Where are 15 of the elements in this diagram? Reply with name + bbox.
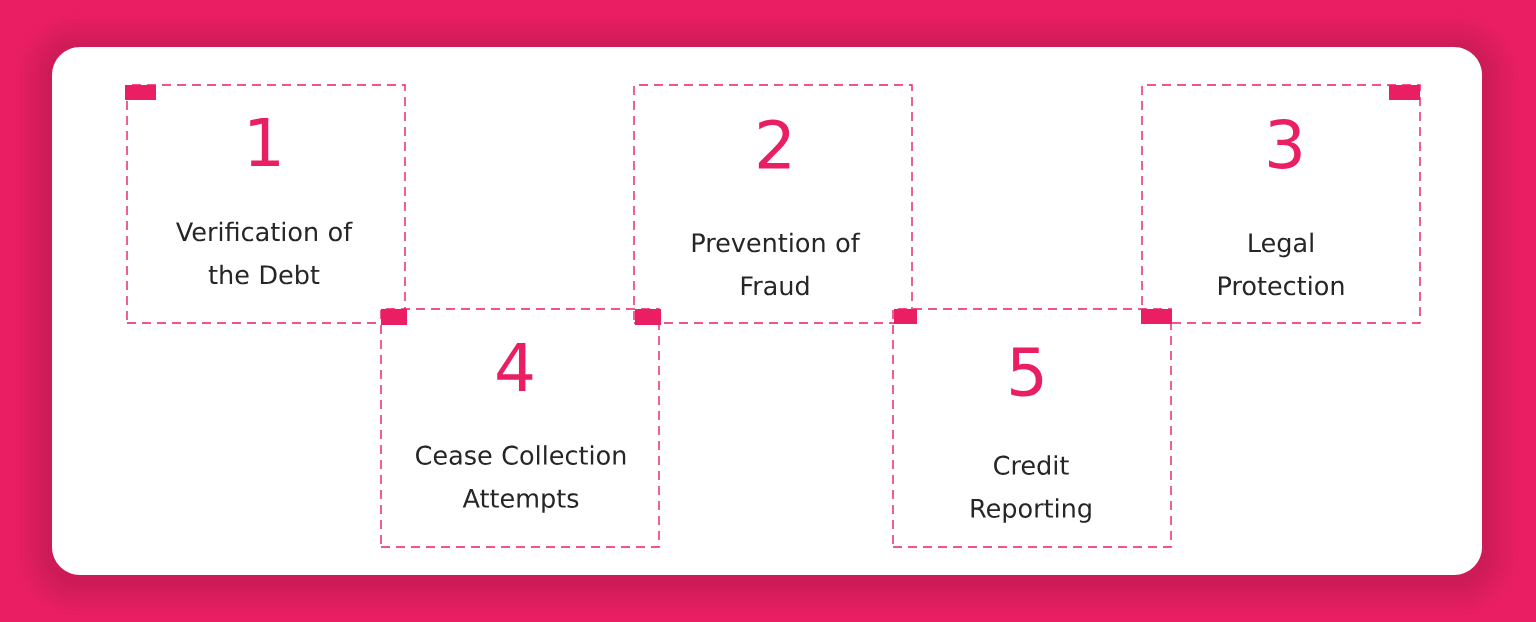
step-number: 1 bbox=[250, 117, 279, 167]
step-label: Cease Collection Attempts bbox=[416, 445, 626, 513]
step-box bbox=[892, 308, 1172, 548]
step-label: Prevention of Fraud bbox=[692, 232, 861, 296]
step-number: 3 bbox=[1269, 119, 1301, 169]
step-label: Legal Protection bbox=[1219, 232, 1344, 296]
step-number: 4 bbox=[497, 342, 533, 392]
step-label: Credit Reporting bbox=[971, 455, 1091, 523]
step-box bbox=[126, 84, 406, 324]
step-number: 5 bbox=[1011, 347, 1043, 397]
step-label: Verification of the Debt bbox=[176, 221, 353, 285]
step-box bbox=[633, 84, 913, 324]
step-box bbox=[380, 308, 660, 548]
step-box bbox=[1141, 84, 1421, 324]
step-number: 2 bbox=[758, 119, 790, 169]
